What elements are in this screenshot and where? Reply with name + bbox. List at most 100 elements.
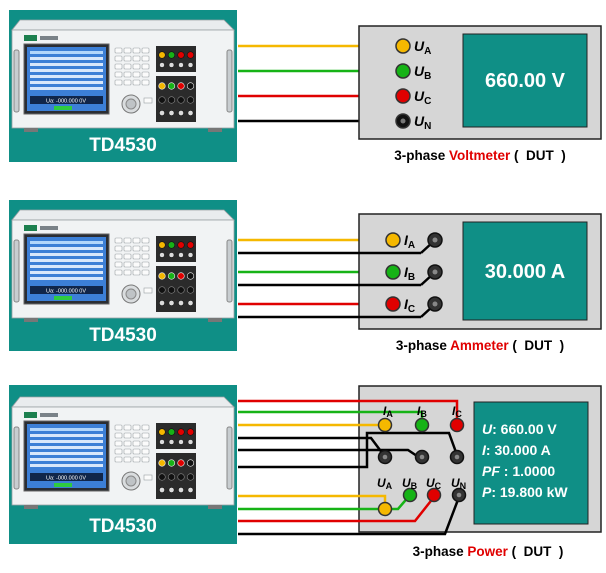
instrument-foot (208, 128, 222, 132)
dut-display-readout: 660.00 V (485, 70, 566, 92)
output-jack (158, 241, 166, 249)
terminal-ic: IC (449, 404, 465, 433)
keypad-key (132, 71, 141, 78)
wire-ic-in (238, 399, 459, 425)
terminal-ub: UB (395, 63, 431, 82)
right-handle (226, 426, 233, 490)
output-jack (187, 300, 194, 306)
output-jack (177, 96, 185, 104)
output-jack (159, 487, 165, 493)
keypad-key (114, 71, 123, 78)
output-jack (159, 300, 165, 306)
output-jack (158, 272, 166, 280)
output-jack (177, 241, 185, 249)
instrument-lid (11, 19, 235, 31)
output-jack (168, 300, 175, 306)
output-jack (167, 96, 176, 104)
rotary-knob-center (125, 475, 137, 487)
terminal-ic-label: IC (404, 296, 415, 315)
instrument-lid (11, 396, 235, 408)
instrument-foot (24, 128, 38, 132)
keypad-key (141, 245, 150, 252)
keypad-key (141, 237, 150, 244)
instrument-foot (208, 505, 222, 509)
screen-ok-button (54, 483, 72, 487)
terminal-ia-label: IA (404, 232, 415, 251)
keypad-key (132, 237, 141, 244)
screen-row (30, 464, 103, 467)
screen-row (30, 265, 103, 268)
terminal-un-pin (456, 492, 462, 498)
power-readouts: U: 660.00 V I: 30.000 A PF : 1.0000 P: 1… (482, 421, 568, 500)
screen-row (30, 63, 103, 66)
readout-power: P: 19.800 kW (482, 484, 568, 500)
keypad-key (114, 424, 123, 431)
keypad-key (123, 79, 132, 86)
keypad-key (123, 456, 132, 463)
output-jack (167, 473, 176, 481)
keypad-key (114, 269, 123, 276)
keypad-key (123, 448, 132, 455)
left-handle (13, 426, 20, 490)
keypad-key (114, 440, 123, 447)
brand-logo (24, 35, 37, 41)
output-jack (159, 110, 165, 116)
keypad-key (114, 237, 123, 244)
keypad-key (114, 245, 123, 252)
terminal-un-label: UN (414, 113, 431, 132)
screen-row (30, 259, 103, 262)
keypad-key (114, 253, 123, 260)
instrument-illustration: Ua: -000.000 0V (11, 396, 235, 509)
dut-display (473, 401, 589, 525)
screen-row (30, 81, 103, 84)
keypad-key (123, 71, 132, 78)
rotary-knob-center (125, 98, 137, 110)
output-jack (168, 439, 175, 445)
output-jack (158, 96, 166, 104)
readout-power-factor: PF : 1.0000 (482, 463, 555, 479)
screen-readout-text: Ua: -000.000 0V (46, 99, 86, 105)
screen-row (30, 253, 103, 256)
output-jack (167, 428, 176, 436)
terminal-ia: IA (385, 232, 443, 251)
output-jack (178, 487, 184, 493)
terminal-ib-socket (385, 264, 401, 280)
output-jack (186, 272, 195, 280)
terminal-uc-label: UC (426, 476, 442, 491)
screen-row (30, 271, 103, 274)
screen-row (30, 69, 103, 72)
panel-power: Ua: -000.000 0V TD4530 U: 660.00 V I: 30… (9, 385, 602, 559)
output-jack (167, 51, 176, 59)
output-jack (167, 459, 176, 467)
dut-voltmeter: 660.00 V UA UB UC UN (358, 25, 602, 140)
terminal-un-label: UN (451, 476, 466, 491)
keypad-key (114, 448, 123, 455)
keypad-key (141, 71, 150, 78)
source-instrument-1: Ua: -000.000 0V TD4530 (9, 10, 237, 162)
brand-logo (24, 225, 37, 231)
screen-row (30, 57, 103, 60)
keypad-key (123, 55, 132, 62)
screen-row (30, 51, 103, 54)
terminal-ic-socket (385, 296, 401, 312)
screen-ok-button (54, 296, 72, 300)
keypad-key (123, 253, 132, 260)
terminal-un-pin (400, 118, 406, 124)
terminal-ua: UA (377, 476, 393, 517)
output-jack (159, 252, 165, 258)
left-handle (13, 49, 20, 113)
readout-current: I: 30.000 A (482, 442, 551, 458)
device-name-label: TD4530 (89, 325, 157, 346)
keypad-key (123, 424, 132, 431)
output-jack (168, 252, 175, 258)
terminal-ub-socket (395, 63, 411, 79)
output-jack (177, 286, 185, 294)
keypad-key (132, 269, 141, 276)
brand-logo (24, 412, 37, 418)
output-jack (186, 241, 195, 249)
terminal-ib-out-pin (432, 269, 438, 275)
keypad-key (123, 440, 132, 447)
wire-uc (238, 496, 435, 523)
output-jack (178, 439, 184, 445)
